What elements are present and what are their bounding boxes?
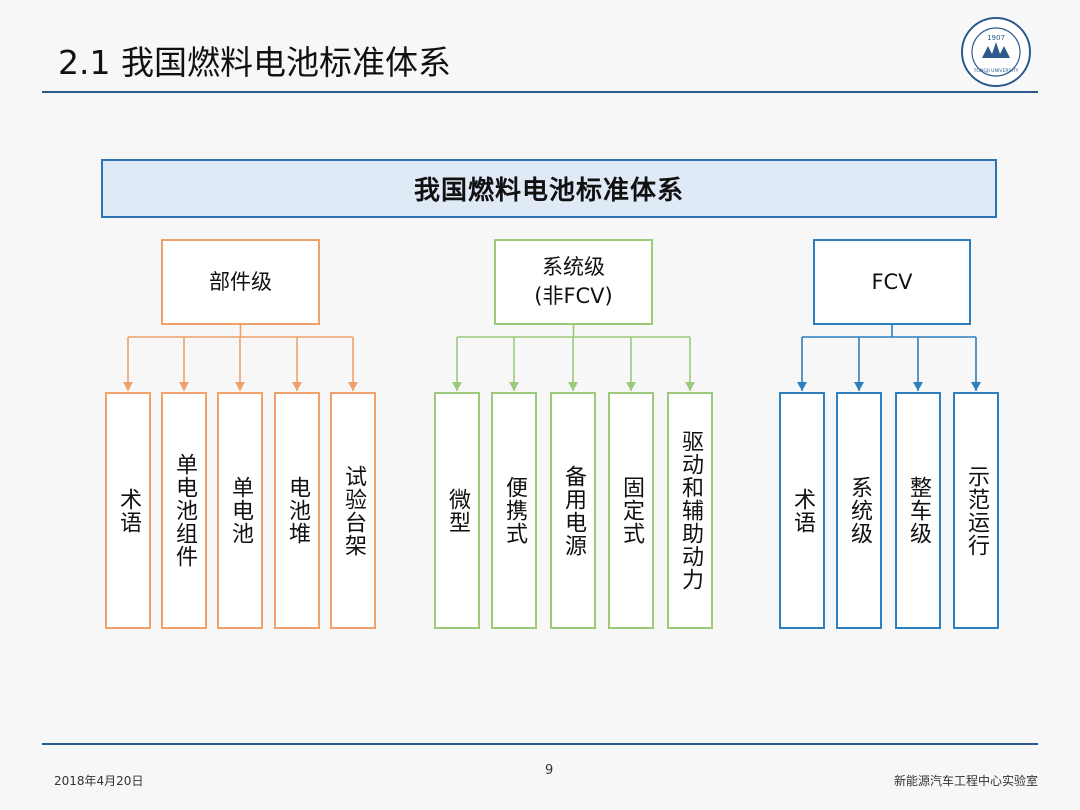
category-box: FCV bbox=[813, 239, 971, 325]
leaf-box: 固定式 bbox=[608, 392, 654, 629]
university-logo: 1907 TONGJI UNIVERSITY bbox=[961, 17, 1031, 87]
page-title: 2.1 我国燃料电池标准体系 bbox=[58, 43, 451, 82]
leaf-box: 整车级 bbox=[895, 392, 941, 629]
arrow-head bbox=[568, 382, 578, 391]
arrow-head bbox=[854, 382, 864, 391]
leaf-box: 备用电源 bbox=[550, 392, 596, 629]
footer-organization: 新能源汽车工程中心实验室 bbox=[893, 774, 1038, 788]
leaf-box: 示范运行 bbox=[953, 392, 999, 629]
category-box: 系统级 (非FCV) bbox=[494, 239, 653, 325]
svg-text:1907: 1907 bbox=[987, 34, 1005, 42]
arrow-head bbox=[123, 382, 133, 391]
arrow-head bbox=[971, 382, 981, 391]
category-box: 部件级 bbox=[161, 239, 320, 325]
arrow-head bbox=[509, 382, 519, 391]
leaf-box: 系统级 bbox=[836, 392, 882, 629]
leaf-box: 微型 bbox=[434, 392, 480, 629]
arrow-head bbox=[452, 382, 462, 391]
arrow-head bbox=[685, 382, 695, 391]
leaf-box: 便携式 bbox=[491, 392, 537, 629]
leaf-box: 术语 bbox=[105, 392, 151, 629]
arrow-head bbox=[348, 382, 358, 391]
leaf-box: 电池堆 bbox=[274, 392, 320, 629]
arrow-head bbox=[913, 382, 923, 391]
page-number: 9 bbox=[545, 763, 554, 778]
leaf-box: 单电池 bbox=[217, 392, 263, 629]
leaf-box: 试验台架 bbox=[330, 392, 376, 629]
arrow-head bbox=[292, 382, 302, 391]
arrow-head bbox=[626, 382, 636, 391]
arrow-head bbox=[235, 382, 245, 391]
arrow-head bbox=[797, 382, 807, 391]
title-divider bbox=[42, 91, 1038, 93]
footer-divider bbox=[42, 743, 1038, 745]
leaf-box: 驱动和辅助动力 bbox=[667, 392, 713, 629]
svg-text:TONGJI UNIVERSITY: TONGJI UNIVERSITY bbox=[973, 68, 1019, 74]
leaf-box: 单电池组件 bbox=[161, 392, 207, 629]
arrow-head bbox=[179, 382, 189, 391]
diagram-root: 我国燃料电池标准体系 bbox=[101, 159, 997, 218]
leaf-box: 术语 bbox=[779, 392, 825, 629]
footer-date: 2018年4月20日 bbox=[54, 774, 144, 788]
